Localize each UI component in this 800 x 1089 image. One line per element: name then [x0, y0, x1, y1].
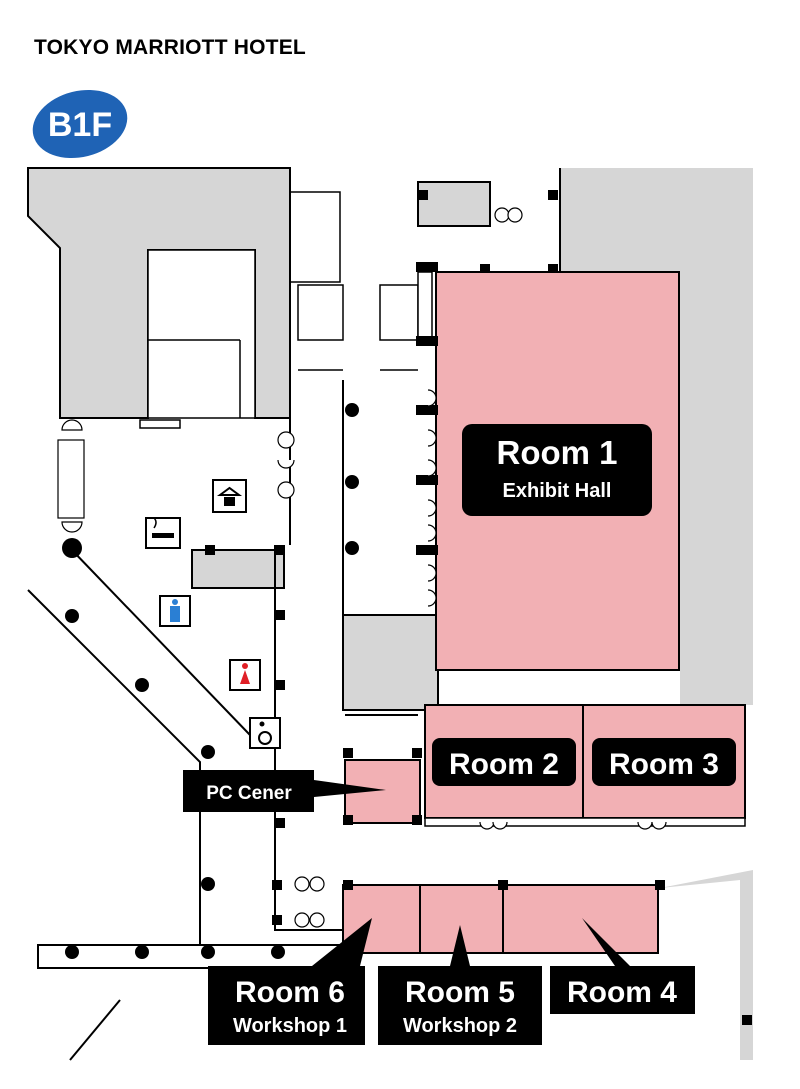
room-2-label[interactable]: Room 2	[432, 738, 576, 786]
smoking-area-icon	[145, 517, 181, 549]
room-4-name: Room 4	[567, 976, 677, 1009]
room-6-name: Room 6	[235, 976, 345, 1009]
mens-restroom-icon	[159, 595, 191, 627]
columns	[62, 403, 359, 959]
pc-center-name: PC Cener	[206, 783, 292, 804]
door-strips	[417, 271, 746, 827]
corridor-walls	[27, 380, 418, 1061]
room-4-label[interactable]: Room 4	[550, 918, 695, 1014]
room-5-name: Room 5	[405, 976, 515, 1009]
accessible-restroom-icon	[249, 717, 281, 749]
room-6-subtitle: Workshop 1	[233, 1015, 347, 1037]
cloakroom-icon	[212, 479, 247, 513]
floor-badge-label: B1F	[48, 106, 112, 144]
back-rooms	[139, 191, 419, 429]
room-6-label[interactable]: Room 6 Workshop 1	[208, 918, 372, 1045]
room-2-name: Room 2	[449, 748, 559, 781]
hotel-name: TOKYO MARRIOTT HOTEL	[34, 36, 306, 59]
room-1-label[interactable]: Room 1 Exhibit Hall	[462, 424, 652, 516]
door-swings	[57, 207, 667, 928]
service-areas	[27, 167, 753, 1060]
room-3-label[interactable]: Room 3	[592, 738, 736, 786]
room-4-area	[502, 884, 659, 954]
floor-badge: B1F	[30, 88, 130, 160]
room-5-label[interactable]: Room 5 Workshop 2	[378, 925, 542, 1045]
wall-markers	[205, 190, 752, 1025]
womens-restroom-icon	[229, 659, 261, 691]
room-1-subtitle: Exhibit Hall	[503, 480, 612, 502]
room-1-name: Room 1	[496, 434, 617, 471]
pc-center-label[interactable]: PC Cener	[183, 770, 386, 812]
room-5-subtitle: Workshop 2	[403, 1015, 517, 1037]
room-3-name: Room 3	[609, 748, 719, 781]
